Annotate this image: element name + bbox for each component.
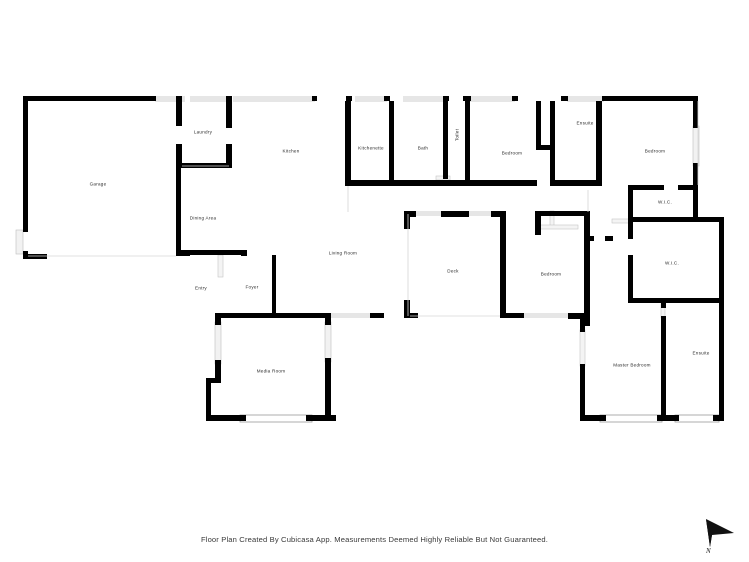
room-label-toilet: Toilet	[454, 128, 460, 142]
room-label-kitchenette: Kitchenette	[358, 145, 384, 151]
room-label-media-room: Media Room	[256, 368, 286, 374]
room-label-garage: Garage	[89, 181, 107, 187]
room-label-laundry: Laundry	[193, 129, 213, 135]
room-label-bath: Bath	[417, 145, 429, 151]
opening-hairlines	[28, 101, 699, 317]
room-label-foyer: Foyer	[245, 284, 259, 290]
room-label-living-room: Living Room	[328, 250, 358, 256]
room-label-master-bedroom: Master Bedroom	[613, 362, 651, 368]
north-letter: N	[706, 547, 711, 555]
room-label-entry: Entry	[195, 285, 207, 291]
room-label-ensuite-lower: Ensuite	[692, 350, 710, 356]
room-label-dining-area: Dining Area	[189, 215, 217, 221]
disclaimer-caption: Floor Plan Created By Cubicasa App. Meas…	[200, 535, 549, 544]
room-label-wic-upper: W.I.C.	[657, 199, 673, 205]
north-indicator: N	[700, 517, 740, 559]
walls	[23, 96, 724, 421]
room-label-kitchen: Kitchen	[282, 148, 300, 154]
room-label-deck: Deck	[447, 268, 459, 274]
room-label-bedroom-right: Bedroom	[644, 148, 666, 154]
room-label-wic-lower: W.I.C.	[664, 260, 680, 266]
room-label-bedroom-top: Bedroom	[501, 150, 523, 156]
north-arrow-icon	[706, 519, 734, 547]
room-label-ensuite-top: Ensuite	[576, 120, 594, 126]
room-label-bedroom-mid: Bedroom	[540, 271, 562, 277]
